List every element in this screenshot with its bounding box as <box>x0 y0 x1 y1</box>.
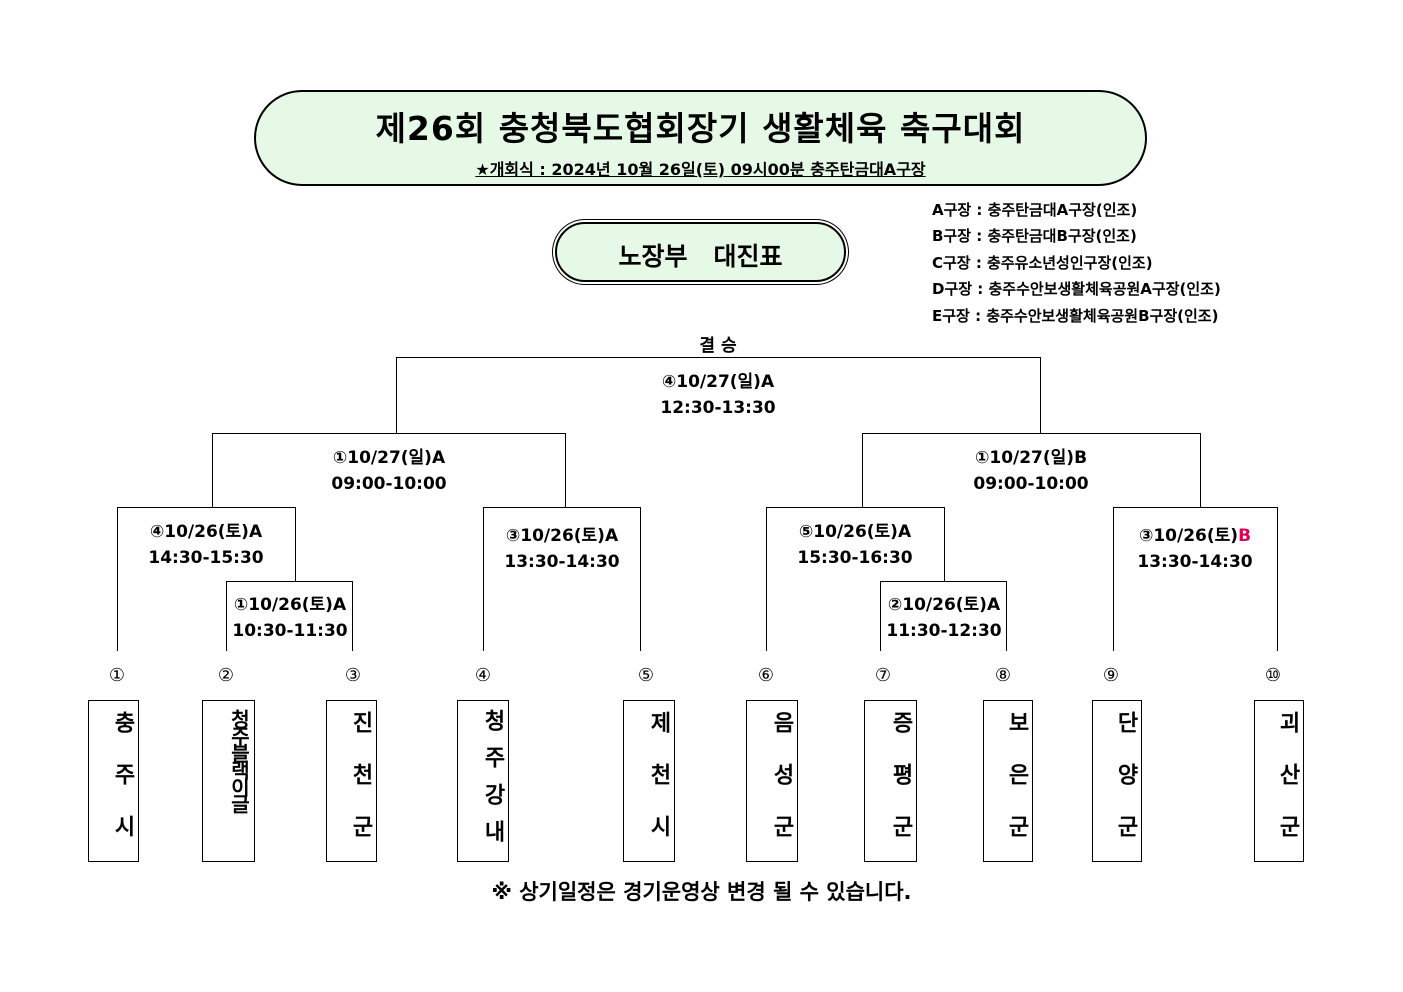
seed-number: ⑦ <box>874 665 892 686</box>
match-time: 11:30-12:30 <box>886 621 1002 641</box>
team-box: 단양군 <box>1092 700 1142 867</box>
bracket-line <box>483 507 640 508</box>
seed-number: ⑤ <box>637 665 655 686</box>
match-round1-right: ②10/26(토)A 11:30-12:30 <box>886 592 1001 644</box>
bracket-line <box>766 507 944 508</box>
bracket-line <box>862 433 1200 434</box>
seed-number: ⑨ <box>1102 665 1120 686</box>
venue-item-d: D구장 : 충주수안보생활체육공원A구장(인조) <box>932 280 1221 298</box>
match-qf2: ③10/26(토)A 13:30-14:30 <box>504 523 619 575</box>
match-time: 09:00-10:00 <box>331 474 447 494</box>
match-date: ④10/26(토)A <box>149 522 263 542</box>
bracket-line <box>1040 357 1041 434</box>
match-time: 09:00-10:00 <box>973 474 1089 494</box>
match-semi-right: ①10/27(일)B 09:00-10:00 <box>973 445 1088 497</box>
team-box: 음성군 <box>746 700 798 867</box>
bracket-line <box>212 433 213 508</box>
bracket-line <box>352 581 353 651</box>
match-date-prefix: ③10/26(토) <box>1138 526 1239 546</box>
match-time: 10:30-11:30 <box>232 621 348 641</box>
bracket-line <box>880 581 1006 582</box>
team-box: 청주강내 <box>457 700 509 862</box>
match-date: ③10/26(토)B <box>1137 523 1252 549</box>
team-box: 충주시 <box>88 700 139 867</box>
tournament-title: 제26회 충청북도협회장기 생활체육 축구대회 <box>375 109 1026 148</box>
seed-number: ③ <box>344 665 362 686</box>
match-date: ⑤10/26(토)A <box>798 522 912 542</box>
bracket-line <box>766 507 767 651</box>
bracket-line <box>295 507 296 582</box>
venue-item-a: A구장 : 충주탄금대A구장(인조) <box>932 201 1138 219</box>
match-time: 13:30-14:30 <box>504 552 620 572</box>
seed-number: ④ <box>474 665 492 686</box>
team-name: 청주블랙이글 <box>227 709 251 811</box>
team-name: 청주강내 <box>480 709 505 857</box>
match-venue-highlight: B <box>1238 526 1252 546</box>
bracket-line <box>396 357 1040 358</box>
final-label: 결 승 <box>699 336 737 356</box>
match-date: ③10/26(토)A <box>505 526 619 546</box>
title-banner: 제26회 충청북도협회장기 생활체육 축구대회 ★개회식 : 2024년 10월… <box>254 90 1147 186</box>
bracket-line <box>483 507 484 651</box>
seed-number: ② <box>217 665 235 686</box>
team-box: 괴산군 <box>1254 700 1304 867</box>
match-semi-left: ①10/27(일)A 09:00-10:00 <box>331 445 446 497</box>
bracket-line <box>117 507 295 508</box>
opening-ceremony-info: ★개회식 : 2024년 10월 26일(토) 09시00분 충주탄금대A구장 <box>475 160 926 179</box>
match-time: 12:30-13:30 <box>660 398 776 418</box>
bracket-line <box>1113 507 1114 651</box>
match-qf1: ④10/26(토)A 14:30-15:30 <box>148 519 263 571</box>
venue-item-e: E구장 : 충주수안보생활체육공원B구장(인조) <box>932 307 1219 325</box>
division-title: 노장부 대진표 <box>618 242 783 271</box>
bracket-line <box>944 507 945 582</box>
match-round1-left: ①10/26(토)A 10:30-11:30 <box>232 592 347 644</box>
match-date: ①10/26(토)A <box>233 595 347 615</box>
seed-number: ⑥ <box>757 665 775 686</box>
bracket-line <box>117 507 118 651</box>
schedule-change-note: ※ 상기일정은 경기운영상 변경 될 수 있습니다. <box>491 880 912 904</box>
team-name: 보은군 <box>1004 711 1029 867</box>
seed-number: ① <box>108 665 126 686</box>
match-time: 14:30-15:30 <box>148 548 264 568</box>
venue-item-b: B구장 : 충주탄금대B구장(인조) <box>932 227 1137 245</box>
seed-number: ⑧ <box>994 665 1012 686</box>
team-box: 제천시 <box>623 700 675 867</box>
match-final: ④10/27(일)A 12:30-13:30 <box>660 369 775 421</box>
bracket-line <box>226 581 227 651</box>
match-date: ①10/27(일)A <box>332 448 446 468</box>
bracket-line <box>862 433 863 508</box>
division-banner: 노장부 대진표 <box>555 222 846 282</box>
team-name: 제천시 <box>646 711 671 867</box>
bracket-line <box>1006 581 1007 651</box>
bracket-line <box>396 357 397 434</box>
match-date: ②10/26(토)A <box>887 595 1001 615</box>
bracket-line <box>1200 433 1201 508</box>
match-qf3: ⑤10/26(토)A 15:30-16:30 <box>797 519 912 571</box>
team-box: 청주블랙이글 <box>202 700 255 862</box>
team-box: 보은군 <box>983 700 1033 867</box>
bracket-line <box>880 581 881 651</box>
bracket-line <box>1113 507 1277 508</box>
bracket-line <box>226 581 352 582</box>
bracket-line <box>1277 507 1278 651</box>
team-name: 증평군 <box>888 711 913 867</box>
team-box: 진천군 <box>326 700 377 867</box>
bracket-line <box>212 433 565 434</box>
team-name: 괴산군 <box>1275 711 1300 867</box>
bracket-line <box>565 433 566 508</box>
bracket-line <box>640 507 641 651</box>
team-box: 증평군 <box>864 700 917 867</box>
match-date: ①10/27(일)B <box>974 448 1088 468</box>
match-qf4: ③10/26(토)B 13:30-14:30 <box>1137 523 1252 575</box>
seed-number: ⑩ <box>1264 665 1282 686</box>
team-name: 음성군 <box>769 711 794 867</box>
team-name: 단양군 <box>1113 711 1138 867</box>
team-name: 진천군 <box>348 711 373 867</box>
team-name: 충주시 <box>110 711 135 867</box>
venue-item-c: C구장 : 충주유소년성인구장(인조) <box>932 254 1153 272</box>
match-date: ④10/27(일)A <box>661 372 775 392</box>
match-time: 13:30-14:30 <box>1137 552 1253 572</box>
match-time: 15:30-16:30 <box>797 548 913 568</box>
